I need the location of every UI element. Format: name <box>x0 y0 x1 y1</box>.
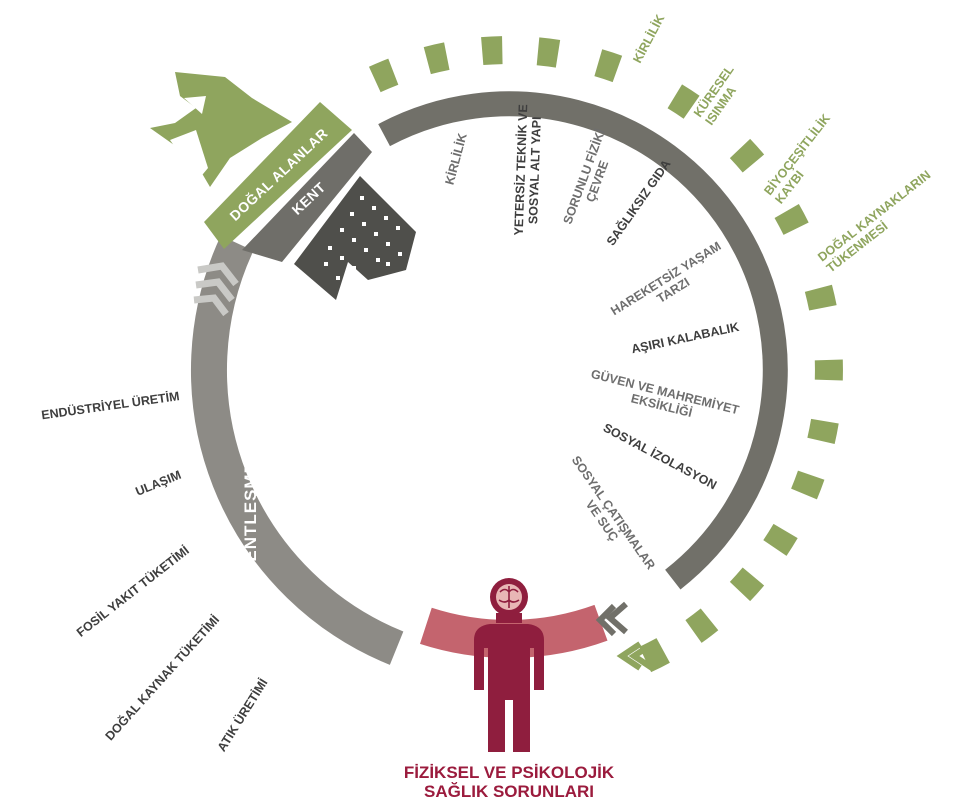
effect-segment <box>807 418 839 445</box>
building-window <box>396 226 400 230</box>
building-window <box>386 262 390 266</box>
urbanization-factor-label: DOĞAL KAYNAK TÜKETİMİ <box>102 612 222 743</box>
urbanization-factor-label: ULAŞIM <box>133 468 183 499</box>
urban-factor-label: AŞIRI KALABALIK <box>630 320 740 357</box>
building-window <box>398 252 402 256</box>
environmental-effects-ring <box>368 36 843 673</box>
effect-segment <box>536 37 561 68</box>
building-window <box>372 206 376 210</box>
building-window <box>340 228 344 232</box>
effect-segment <box>791 470 825 500</box>
building-window <box>376 258 380 262</box>
brain-icon <box>496 584 522 610</box>
effect-segment <box>368 58 399 93</box>
building-window <box>364 248 368 252</box>
urban-factor-label: SOSYAL İZOLASYON <box>601 420 720 493</box>
effect-segment <box>729 567 765 602</box>
urban-factor-label: HAREKETSİZ YAŞAMTARZI <box>608 238 731 330</box>
building-window <box>362 222 366 226</box>
urban-factor-label: SOSYAL ÇATIŞMALARVE SUÇ <box>557 453 657 580</box>
city-ring-arc <box>378 91 788 590</box>
chevron-icon <box>595 601 654 671</box>
effect-segment <box>481 36 503 66</box>
urbanization-factor-label: ENDÜSTRİYEL ÜRETİM <box>40 388 180 422</box>
building-icon <box>294 176 416 300</box>
building-window <box>384 216 388 220</box>
urbanization-ring-arc <box>190 235 404 665</box>
effect-segment <box>685 608 719 643</box>
urban-factor-label: KİRLİLİK <box>442 131 470 186</box>
effect-segment <box>639 638 670 673</box>
effect-segment <box>774 204 809 235</box>
building-window <box>340 256 344 260</box>
environmental-effect-label: KÜRESELISINMA <box>690 62 748 128</box>
tree-icon <box>150 72 292 187</box>
environmental-effects-labels: KİRLİLİK KÜRESELISINMABİYOÇEŞİTLİLİKKAYBI… <box>629 12 942 276</box>
building-window <box>328 246 332 250</box>
building-window <box>352 266 356 270</box>
urbanization-factor-label: FOSİL YAKIT TÜKETİMİ <box>73 543 192 640</box>
building-window <box>350 212 354 216</box>
environmental-effect-label: KİRLİLİK <box>629 12 667 66</box>
environmental-effect-label: BİYOÇEŞİTLİLİKKAYBI <box>761 111 845 207</box>
effect-segment <box>804 284 837 311</box>
building-window <box>324 262 328 266</box>
building-window <box>336 276 340 280</box>
effect-segment <box>763 523 798 556</box>
urban-factor-label: SAĞLIKSIZ GIDA <box>603 157 673 249</box>
outcome-title-line1: FİZİKSEL VE PSİKOLOJİK <box>404 763 615 782</box>
urban-factor-label: YETERSİZ TEKNİK VESOSYAL ALT YAPI <box>511 104 545 236</box>
building-window <box>352 238 356 242</box>
urbanization-label: KENTLEŞME <box>241 461 260 575</box>
urbanization-factor-label: ATIK ÜRETİMİ <box>214 676 271 754</box>
environmental-effect-label: DOĞAL KAYNAKLARINTÜKENMESİ <box>815 167 942 275</box>
urban-factor-label: SORUNLU FİZİKİÇEVRE <box>560 127 621 231</box>
building-window <box>386 242 390 246</box>
effect-segment <box>667 84 700 119</box>
effect-segment <box>594 49 623 83</box>
building-window <box>374 232 378 236</box>
outcome-title-line2: SAĞLIK SORUNLARI <box>424 782 594 801</box>
building-window <box>360 196 364 200</box>
chevron-icon <box>193 262 239 317</box>
effect-segment <box>423 42 450 75</box>
effect-segment <box>729 138 765 173</box>
